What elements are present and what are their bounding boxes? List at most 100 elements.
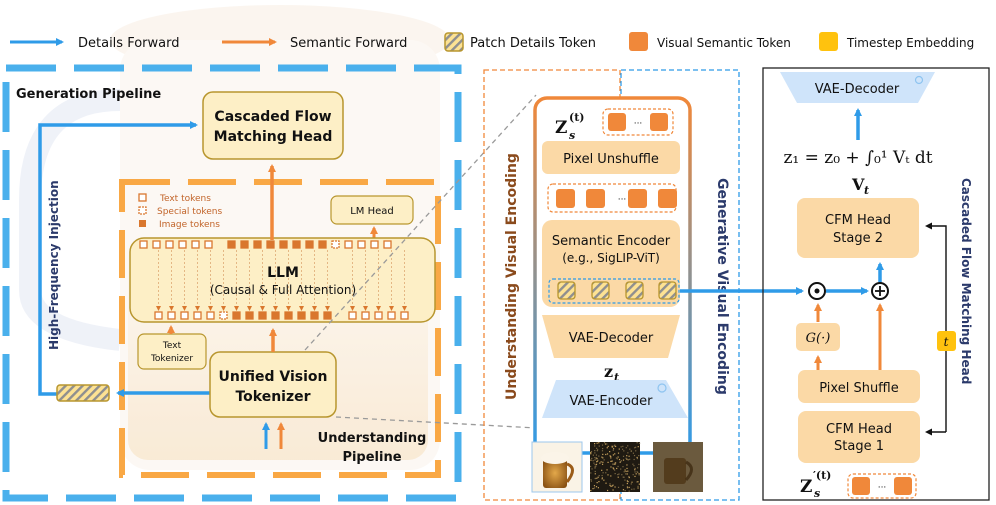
llm-subtitle: (Causal & Full Attention) <box>210 283 356 297</box>
text-token <box>167 311 176 320</box>
semantic-token <box>658 189 677 208</box>
lm-head-box[interactable] <box>330 195 414 225</box>
uvt-line2: Tokenizer <box>235 389 310 405</box>
unshuffled-token-group <box>547 183 677 213</box>
text-token <box>357 240 366 249</box>
vae-encoder-trapezoid[interactable] <box>542 380 688 418</box>
vae-decoder-trapezoid[interactable] <box>542 315 680 358</box>
legend-patch-details-token: Patch Details Token <box>470 36 596 51</box>
cascaded-flow-matching-head-box[interactable] <box>202 91 344 160</box>
zs-prime-sup: ′(t) <box>813 469 831 482</box>
timestep-label: t <box>944 335 949 349</box>
zs-sup: (t) <box>569 111 585 124</box>
patch-token <box>625 281 644 300</box>
zs-prime-sub: s <box>814 487 820 500</box>
zs-prime-token-group <box>847 473 917 499</box>
vt-symbol: V <box>851 175 865 194</box>
right-vae-decoder-trapezoid[interactable] <box>780 72 935 103</box>
image-token <box>258 311 267 320</box>
text-token <box>206 311 215 320</box>
right-vae-decoder-label: VAE-Decoder <box>815 82 900 97</box>
text-token <box>348 311 357 320</box>
semantic-token <box>586 189 605 208</box>
legend-visual-semantic-token: Visual Semantic Token <box>657 36 791 50</box>
pixel-unshuffle-label: Pixel Unshuffle <box>563 152 659 167</box>
frozen-snowflake-icon <box>914 75 924 85</box>
semantic-encoder-box[interactable] <box>542 220 680 307</box>
text-tokenizer-line1: Text <box>162 341 182 351</box>
semantic-token <box>650 113 668 131</box>
understanding-pipeline-line2: Pipeline <box>342 450 401 465</box>
cfm-head-label-line2: Matching Head <box>214 129 333 145</box>
semantic-encoder-line2: (e.g., SigLIP-ViT) <box>562 251 660 265</box>
image-token <box>292 240 301 249</box>
special-token <box>219 311 228 320</box>
cascaded-head-side-label: Cascaded Flow Matching Head <box>959 178 973 384</box>
text-tokenizer-line2: Tokenizer <box>150 354 193 364</box>
patch-token-icon <box>444 32 464 52</box>
zs-symbol: Z <box>555 118 567 138</box>
text-token <box>387 311 396 320</box>
generative-visual-encoding-label: Generative Visual Encoding <box>714 178 730 395</box>
stage1-line2: Stage 1 <box>834 439 884 454</box>
vt-sub: t <box>864 184 869 197</box>
semantic-encoder-line1: Semantic Encoder <box>552 234 671 249</box>
timestep-embedding-icon <box>819 32 838 51</box>
text-token <box>191 240 200 249</box>
semantic-token <box>628 189 647 208</box>
image-token <box>245 311 254 320</box>
text-token <box>154 311 163 320</box>
patch-token-group <box>548 278 680 304</box>
text-token <box>400 311 409 320</box>
token-legend-special: Special tokens <box>157 207 222 217</box>
semantic-token <box>556 189 575 208</box>
text-token <box>374 311 383 320</box>
generation-pipeline-label: Generation Pipeline <box>16 87 161 102</box>
flow-integration-equation: z₁ = z₀ + ∫₀¹ Vₜ dt <box>783 148 932 168</box>
text-token <box>383 240 392 249</box>
zt-symbol: z <box>604 362 613 381</box>
image-token <box>323 311 332 320</box>
zoom-connector-top <box>304 94 537 351</box>
token-legend-text: Text tokens <box>159 194 211 204</box>
image-token <box>310 311 319 320</box>
high-frequency-injection-arrow <box>38 121 198 396</box>
text-token <box>152 240 161 249</box>
pixel-unshuffle-box[interactable] <box>542 141 680 174</box>
text-token <box>361 311 370 320</box>
cfm-head-label-line1: Cascaded Flow <box>214 109 331 125</box>
zs-prime-symbol: Z <box>800 477 812 497</box>
image-token <box>297 311 306 320</box>
legend-timestep-embedding: Timestep Embedding <box>846 36 974 50</box>
image-token <box>253 240 262 249</box>
text-token <box>180 311 189 320</box>
special-token <box>331 240 340 249</box>
ellipsis: ··· <box>878 483 887 493</box>
semantic-token <box>608 113 626 131</box>
image-token <box>279 240 288 249</box>
text-token <box>204 240 213 249</box>
cfm-head-stage2-box[interactable] <box>797 198 919 258</box>
uvt-line1: Unified Vision <box>218 369 327 385</box>
legend-details-forward: Details Forward <box>78 36 179 51</box>
noise-image <box>590 442 641 492</box>
understanding-visual-encoding-frame <box>483 69 621 501</box>
image-token <box>271 311 280 320</box>
g-function-label: G(·) <box>806 331 831 346</box>
llm-box[interactable] <box>129 237 436 323</box>
pixel-shuffle-label: Pixel Shuffle <box>819 381 899 396</box>
text-token <box>370 240 379 249</box>
text-token <box>344 240 353 249</box>
cfm-head-stage1-box[interactable] <box>798 411 920 463</box>
generation-pipeline-frame <box>2 64 462 502</box>
g-function-box[interactable] <box>796 323 840 351</box>
legend-semantic-forward: Semantic Forward <box>290 36 407 51</box>
zt-sub: t <box>614 371 619 384</box>
patch-token <box>658 281 677 300</box>
image-token <box>240 240 249 249</box>
token-legend: Text tokens Special tokens Image tokens <box>138 193 222 230</box>
pixel-shuffle-box[interactable] <box>798 370 920 403</box>
text-token <box>139 240 148 249</box>
understanding-visual-encoding-label: Understanding Visual Encoding <box>504 153 520 400</box>
